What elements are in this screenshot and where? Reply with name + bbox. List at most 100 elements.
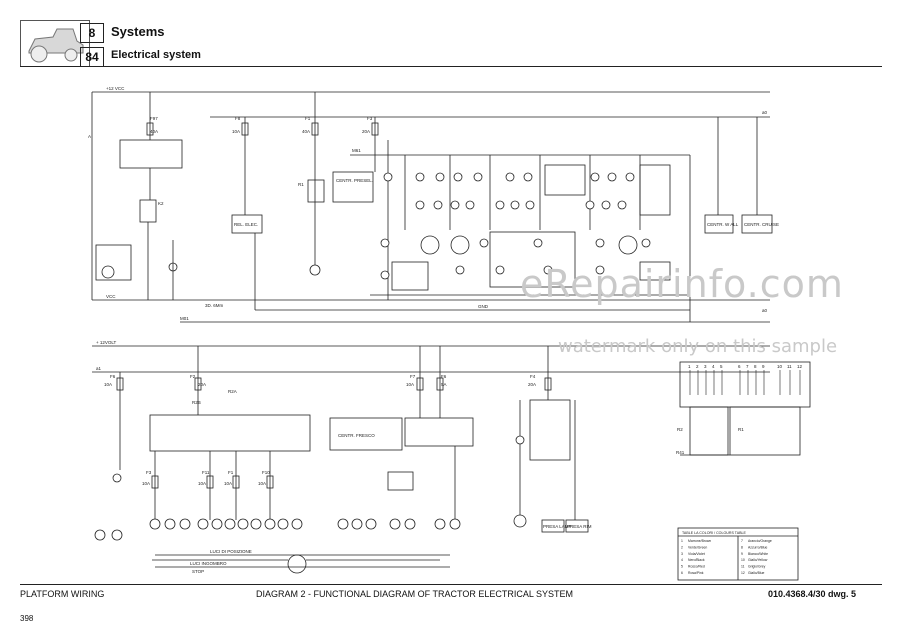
colour-table-title: TABLE LA COLORI / COLOURS TABLE [682, 531, 747, 535]
connector-pin-5: 5 [720, 364, 723, 369]
colour-table-cell: Bianco/White [748, 552, 768, 556]
upper-fuse-2-id: F1 [305, 116, 311, 121]
lower-fuse-7-rating: 10A [224, 481, 232, 486]
upper-rail-right-low: a0 [762, 308, 768, 313]
header-rule [20, 66, 882, 67]
lower-rail-label: a1 [96, 366, 102, 371]
m61-label: M61 [352, 148, 361, 153]
upper-fuse-0-rating: 40A [150, 129, 158, 134]
centr-fresco-label: CENTR. FRESCO [338, 433, 375, 438]
lower-fuse-3-id: F6 [441, 374, 447, 379]
upper-fuse-2-rating: 40A [302, 129, 310, 134]
lower-fuse-6-id: F11 [202, 470, 210, 475]
lower-fuse-2-id: F7 [410, 374, 416, 379]
r2b-label: R2B [192, 400, 201, 405]
footer-right: 010.4368.4/30 dwg. 5 [768, 589, 857, 599]
upper-rail-right: a0 [762, 110, 768, 115]
colour-table-cell: Grigio/Grey [748, 565, 766, 569]
upper-fuse-3-id: F3 [367, 116, 373, 121]
watermark-brand: eRepairinfo.com [520, 262, 844, 306]
connector-pin-4: 4 [712, 364, 715, 369]
colour-table-cell: 6 [681, 571, 683, 575]
colour-table-cell: Azzurro/Blue [748, 545, 768, 549]
colour-table-cell: 11 [741, 565, 745, 569]
upper-fuse-3-rating: 20A [362, 129, 370, 134]
colour-table-cell: Rosa/Pink [688, 571, 704, 575]
presa-rim-label: PRESA RIM [567, 524, 592, 529]
upper-ground-label: VCC [106, 294, 116, 299]
connector-pin-2: 2 [696, 364, 699, 369]
colour-table-cell: 7 [741, 539, 743, 543]
colour-table-cell: Rosso/Red [688, 565, 705, 569]
lower-fuse-1-id: F2 [190, 374, 196, 379]
lower-fuse-8-rating: 10A [258, 481, 266, 486]
colour-table-cell: Nero/Black [688, 558, 705, 562]
lower-fuse-5-id: F3 [146, 470, 152, 475]
lower-fuse-0-rating: 10A [104, 382, 112, 387]
lower-fuse-0-id: F6 [110, 374, 116, 379]
footer-left: PLATFORM WIRING [20, 589, 105, 599]
lower-fuse-1-rating: 20A [198, 382, 206, 387]
colour-table-cell: 8 [741, 545, 743, 549]
colour-table-cell: Viola/Violet [688, 552, 705, 556]
connector-pin-7: 7 [746, 364, 749, 369]
lower-fuse-8-id: F10 [262, 470, 270, 475]
wiring-diagram: +12 VCC VCC A a0 a0 F97 40A F8 10A F1 40… [88, 86, 811, 581]
connector-pin-6: 6 [738, 364, 741, 369]
relay-k2-label: K2 [158, 201, 164, 206]
upper-supply-label: +12 VCC [106, 86, 125, 91]
connector-pin-10: 10 [777, 364, 783, 369]
connector-relay-right: R1 [738, 427, 744, 432]
page-number: 398 [20, 614, 34, 623]
centr-presel-label: CENTR. PRESEL. [336, 178, 373, 183]
upper-rail-left: A [88, 134, 91, 139]
tractor-icon [28, 28, 84, 63]
footer-center: DIAGRAM 2 - FUNCTIONAL DIAGRAM OF TRACTO… [256, 589, 574, 599]
colour-table-cell: 1 [681, 539, 683, 543]
connector-pin-9: 9 [762, 364, 765, 369]
footer-rule [20, 584, 882, 585]
centr-cruise-label: CENTR. CRUISE [744, 222, 779, 227]
colour-table-cell: 12 [741, 571, 745, 575]
colour-table-cell: 3 [681, 552, 683, 556]
colour-table-cell: Giallo/Yellow [748, 558, 768, 562]
upper-fuse-1-id: F8 [235, 116, 241, 121]
connector-relay-left: R2 [677, 427, 683, 432]
lower-fuse-7-id: F1 [228, 470, 234, 475]
colour-table-cell: 10 [741, 558, 745, 562]
wire-size-label: 3D. 6Mm [205, 303, 224, 308]
lower-fuse-6-rating: 10A [198, 481, 206, 486]
upper-fuse-1-rating: 10A [232, 129, 240, 134]
colour-table-cell: Verde/Green [688, 545, 707, 549]
rel-elec-label: REL. ELEC. [234, 222, 258, 227]
watermark-note: watermark only on this sample [558, 336, 838, 357]
connector-label-bottom: R41 [676, 450, 685, 455]
colour-table-cell: Marrone/Brown [688, 539, 711, 543]
connector-pin-1: 1 [688, 364, 691, 369]
chapter-number: 8 [80, 23, 104, 43]
relay-r1-label: R1 [298, 182, 304, 187]
lower-fuse-5-rating: 10A [142, 481, 150, 486]
connector-pin-8: 8 [754, 364, 757, 369]
centr-w-all-label: CENTR. W ALL [707, 222, 739, 227]
stop-label: STOP [192, 569, 204, 574]
connector-pin-11: 11 [787, 364, 792, 369]
chapter-title: Systems [111, 24, 165, 39]
lower-fuse-4-rating: 20A [528, 382, 536, 387]
lower-fuse-3-rating: 5A [441, 382, 447, 387]
lower-supply-label: + 12VOLT [96, 340, 117, 345]
section-title: Electrical system [111, 49, 201, 61]
connector-pin-12: 12 [797, 364, 803, 369]
ground-gnd-label: GND [478, 304, 489, 309]
colour-table-cell: 2 [681, 545, 683, 549]
luci-posizione-label: LUCI DI POSIZIONE [210, 549, 252, 554]
colour-table-cell: 9 [741, 552, 743, 556]
luci-ingombro-label: LUCI INGOMBRO [190, 561, 227, 566]
ground-m01-label: M01 [180, 316, 189, 321]
lower-fuse-4-id: F4 [530, 374, 536, 379]
lower-fuse-2-rating: 10A [406, 382, 414, 387]
presa-lamp-label: PRESA LAMP [543, 524, 572, 529]
upper-fuse-0-id: F97 [150, 116, 158, 121]
r2a-label: R2A [228, 389, 237, 394]
